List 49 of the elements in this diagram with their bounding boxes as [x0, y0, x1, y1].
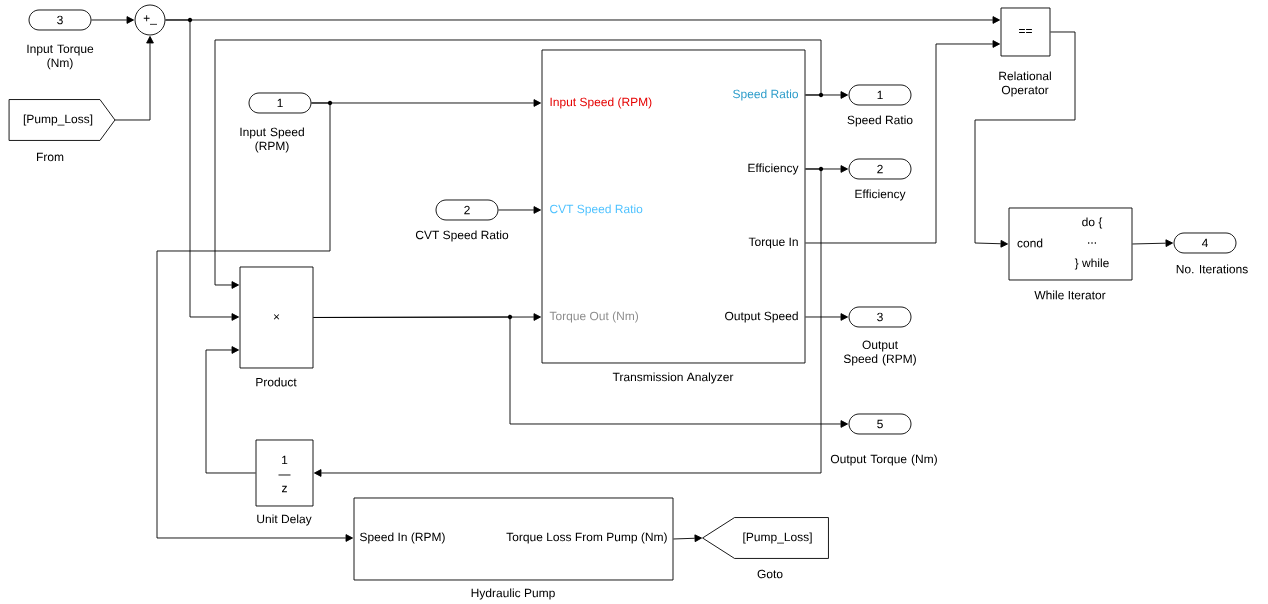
goto-tag: [Pump_Loss]: [702, 517, 829, 559]
port-label: Input Speed (RPM): [550, 97, 652, 109]
block-box: ==: [1000, 7, 1051, 57]
signal-line: [165, 19, 239, 321]
block-label: Output Torque (Nm): [830, 454, 937, 466]
block-label: No. Iterations: [1176, 264, 1248, 274]
port-label: Torque Out (Nm): [549, 311, 639, 323]
block-label: Input Torque (Nm): [27, 44, 94, 70]
block-label: Product: [256, 377, 297, 387]
block-label: From: [37, 152, 64, 162]
port-label: do {: [1082, 217, 1103, 229]
signal-line: [1132, 239, 1173, 247]
signal-line: [313, 316, 848, 428]
signal-line: [974, 31, 1076, 248]
signal-line: [205, 346, 256, 474]
port-label: Torque In: [748, 237, 798, 249]
signal-line: [673, 534, 702, 543]
block-box: ×: [239, 266, 314, 369]
block-label: CVT Speed Ratio: [415, 230, 509, 242]
port-label: } while: [1074, 258, 1109, 270]
block-label: Output Speed (RPM): [843, 340, 916, 366]
signal-line: [498, 206, 541, 214]
port-label: ...: [1088, 242, 1096, 244]
block-label: Unit Delay: [257, 514, 312, 526]
block-label: Efficiency: [855, 189, 906, 201]
port-label: cond: [1017, 238, 1043, 248]
signal-line: [91, 16, 134, 24]
signal-line: [214, 39, 822, 289]
block-label: Input Speed (RPM): [240, 127, 304, 153]
port-label: Efficiency: [748, 163, 799, 175]
signal-line: [114, 36, 154, 121]
port-label: Output Speed: [725, 311, 798, 323]
port-label: Speed Ratio: [733, 89, 799, 101]
block-label: Hydraulic Pump: [471, 588, 555, 600]
block-label: Transmission Analyzer: [612, 372, 734, 384]
port-label: 1: [282, 455, 288, 465]
signal-line: [805, 313, 848, 321]
block-label: Goto: [757, 569, 783, 579]
port-label: Torque Loss From Pump (Nm): [506, 532, 667, 544]
signal-line: [805, 40, 1000, 244]
signal-line: [314, 168, 822, 477]
block-label: Speed Ratio: [847, 115, 913, 127]
from-tag: [Pump_Loss]: [8, 99, 116, 141]
port-label: CVT Speed Ratio: [550, 204, 643, 216]
block-label: While Iterator: [1034, 290, 1106, 300]
signal-line: [156, 102, 353, 542]
port-label: Speed In (RPM): [360, 532, 445, 544]
port-label: z: [282, 485, 287, 493]
block-label: Relational Operator: [999, 71, 1051, 97]
